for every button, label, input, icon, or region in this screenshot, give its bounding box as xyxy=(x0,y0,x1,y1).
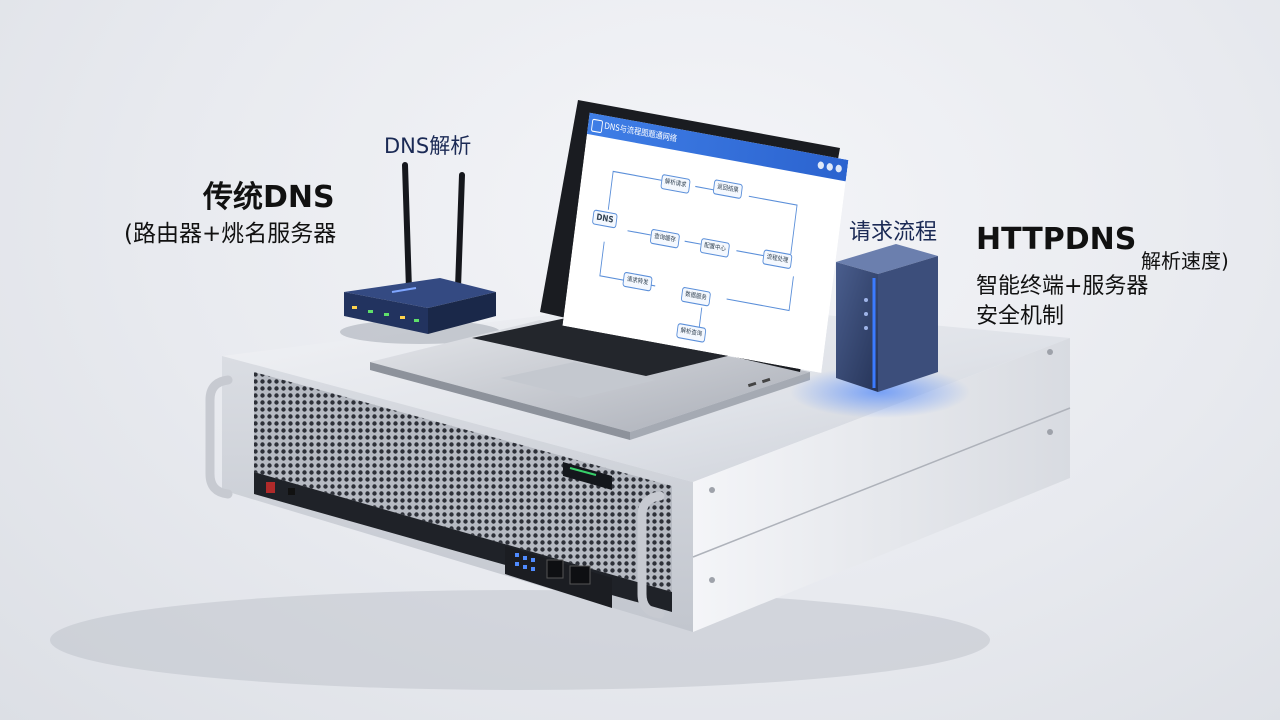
dns-parse-label: DNS解析 xyxy=(384,134,472,158)
server-side xyxy=(693,338,1070,632)
ethernet-port[interactable] xyxy=(569,565,591,585)
close-icon[interactable] xyxy=(835,164,843,173)
server-side-seam xyxy=(692,407,1071,558)
traditional-dns-title: 传统DNS xyxy=(203,180,335,215)
app-logo-icon xyxy=(590,118,604,134)
router-leds xyxy=(352,306,419,322)
request-flow-label: 请求流程 xyxy=(849,220,938,245)
minimize-icon[interactable] xyxy=(817,161,825,170)
httpdns-line-1: 智能终端+服务器 xyxy=(976,274,1149,299)
mini-server-front xyxy=(836,262,878,392)
router-antenna-right xyxy=(455,172,465,291)
mini-server xyxy=(790,244,970,418)
floor-shadow xyxy=(50,590,990,690)
left-rack-handle[interactable] xyxy=(205,375,233,499)
power-led xyxy=(288,488,295,495)
maximize-icon[interactable] xyxy=(826,162,834,172)
right-rack-handle[interactable] xyxy=(637,491,665,619)
traditional-dns-subtitle: (路由器+烑名服务器 xyxy=(124,221,337,247)
laptop: DNS与流程图题通网络 DNS 解析请求 返回结果 xyxy=(370,100,849,440)
httpdns-speed-label: 解析速度) xyxy=(1141,249,1229,273)
router-antenna-left xyxy=(402,162,412,293)
power-button[interactable] xyxy=(266,482,275,493)
httpdns-title: HTTPDNS xyxy=(976,222,1137,257)
router xyxy=(340,162,500,344)
mini-server-buttons xyxy=(864,298,868,330)
front-vent-mesh xyxy=(254,372,672,592)
laptop-screen: DNS与流程图题通网络 DNS 解析请求 返回结果 xyxy=(562,112,849,374)
status-leds xyxy=(515,553,535,571)
side-screws xyxy=(709,349,1053,583)
httpdns-line-2: 安全机制 xyxy=(976,304,1065,329)
sfp-port[interactable] xyxy=(546,559,564,579)
laptop-trackpad[interactable] xyxy=(500,362,656,398)
laptop-keyboard[interactable] xyxy=(472,318,744,376)
